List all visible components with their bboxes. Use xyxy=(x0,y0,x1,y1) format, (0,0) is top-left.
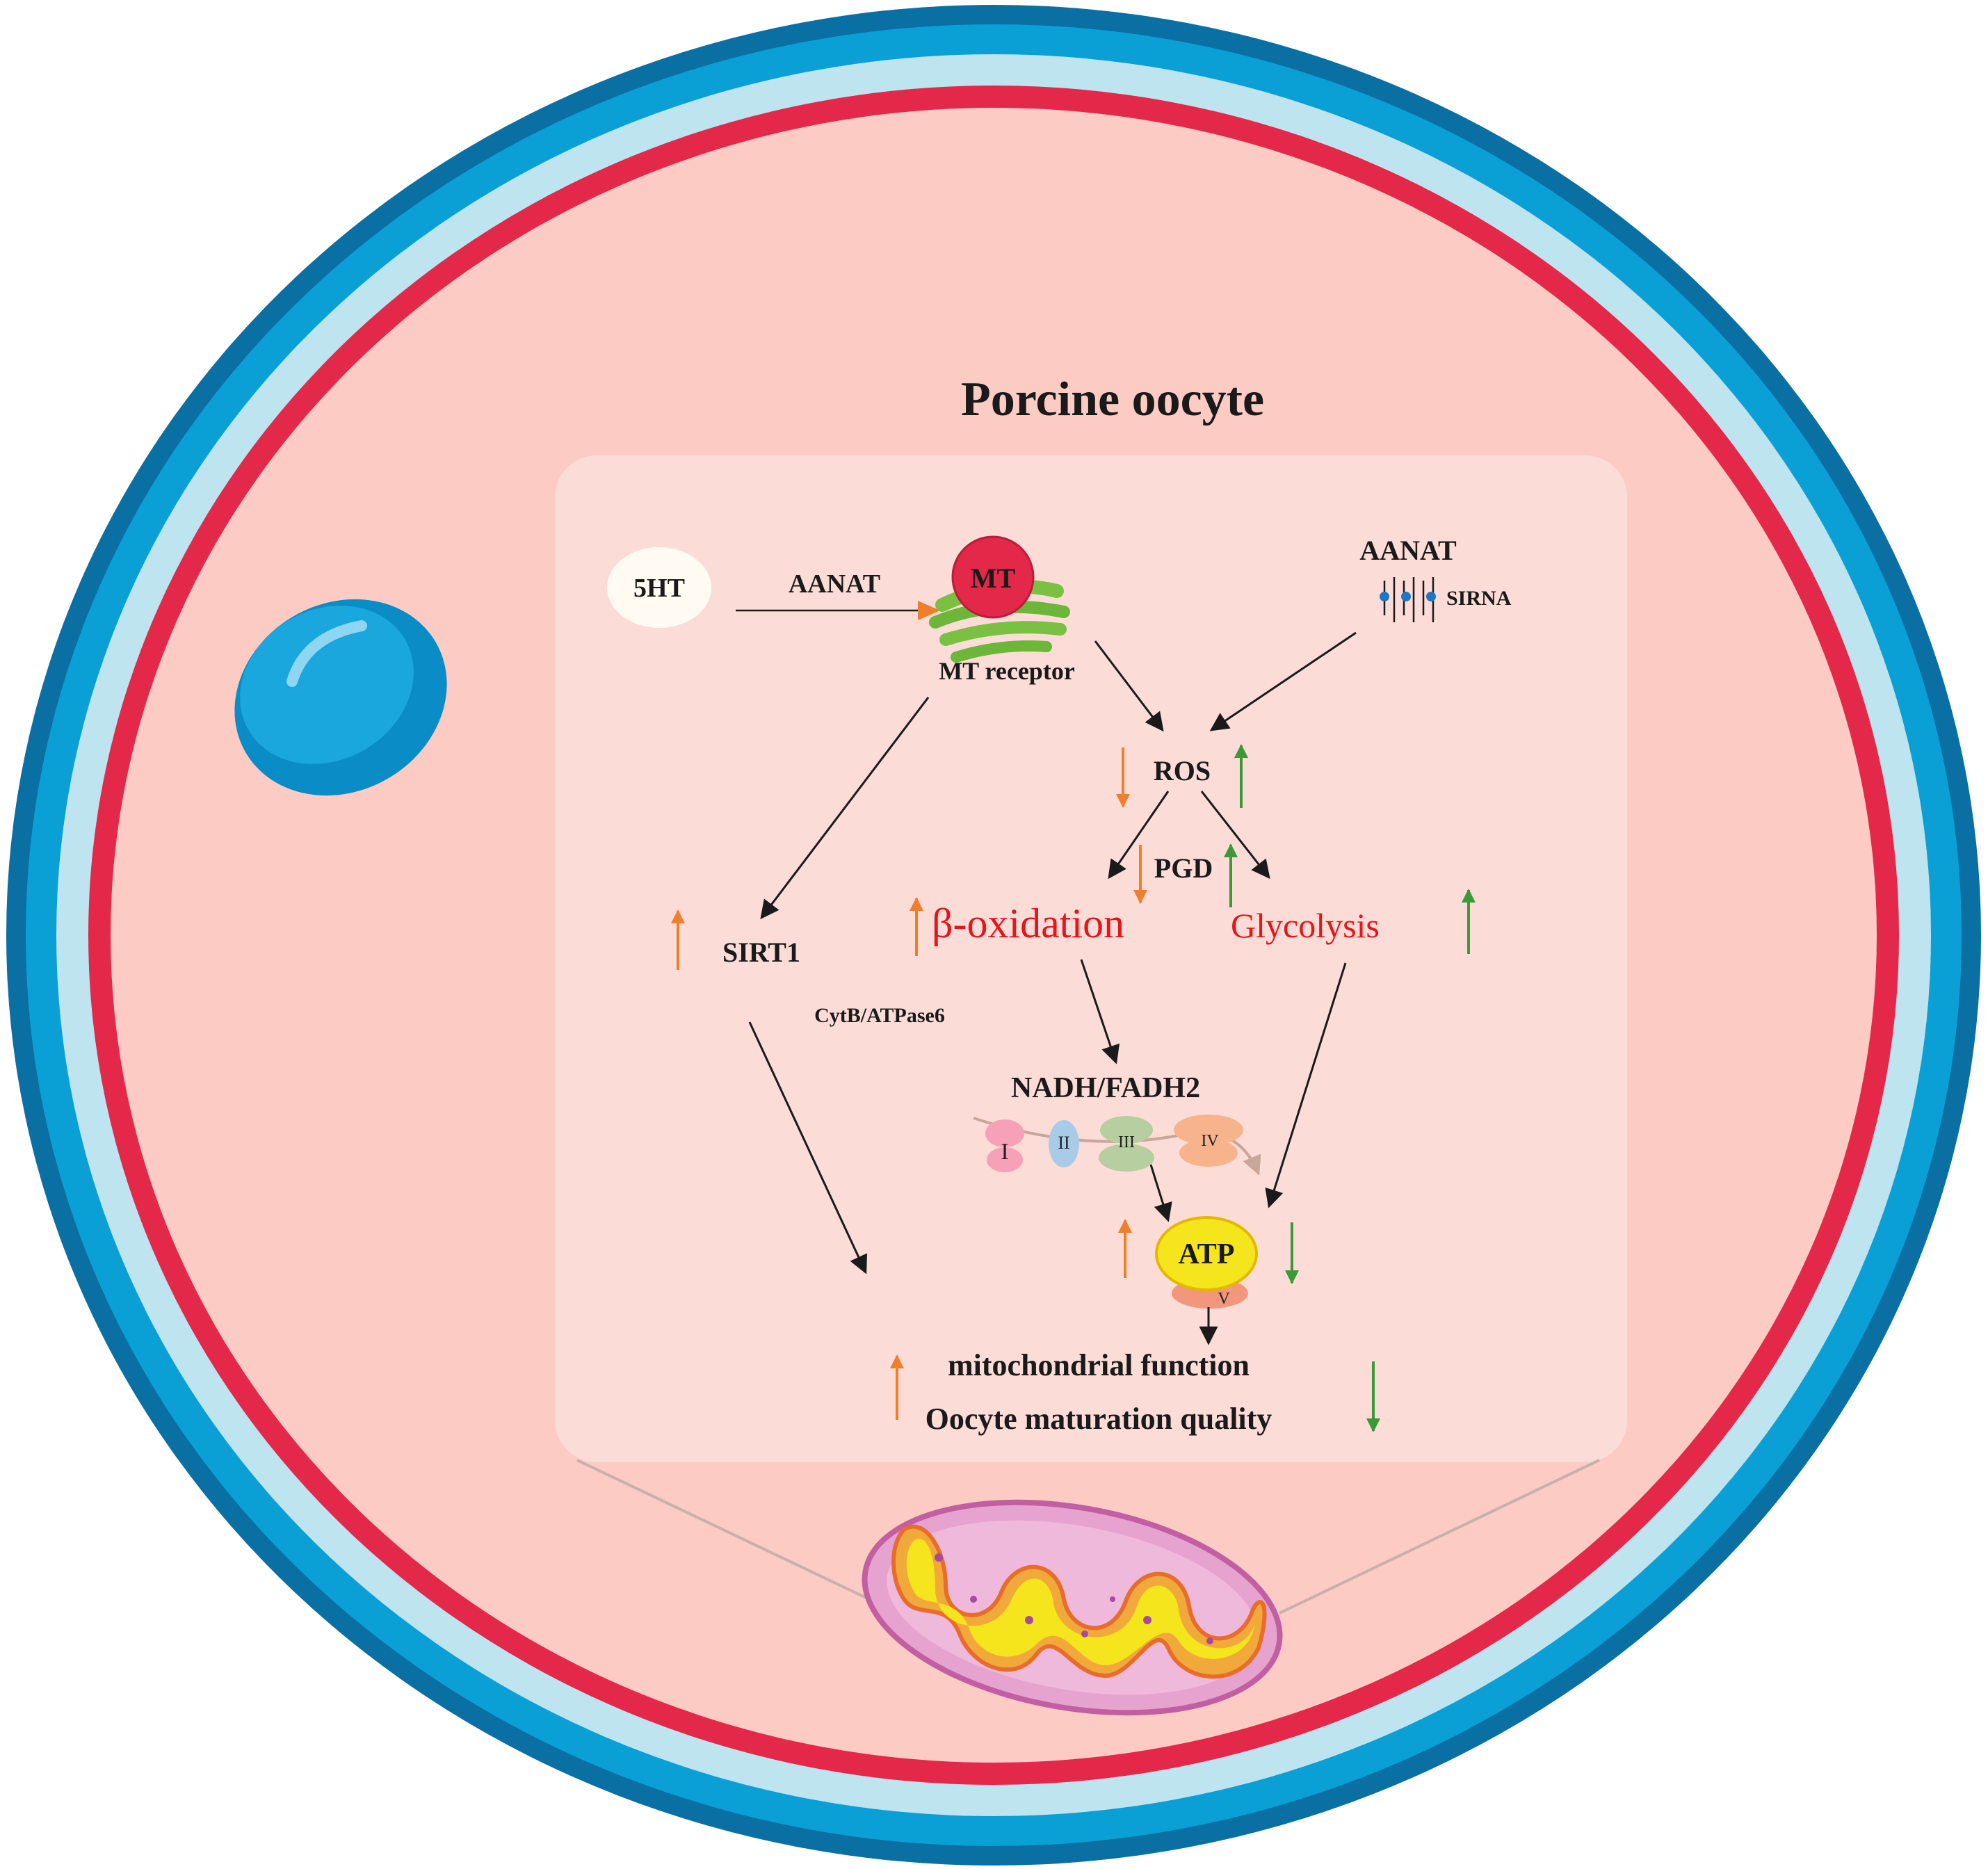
outcome-mito-function: mitochondrial function xyxy=(948,1348,1250,1382)
betaox-to-nadh-arrow xyxy=(1080,959,1120,1065)
complex-v-label: V xyxy=(1218,1290,1230,1308)
ros-to-glycolysis-arrow xyxy=(1200,791,1270,880)
sirt1-label: SIRT1 xyxy=(722,937,800,968)
glycolysis-label: Glycolysis xyxy=(1231,906,1380,945)
nadh-label: NADH/FADH2 xyxy=(1011,1072,1200,1104)
sirna-label: SIRNA xyxy=(1446,587,1512,610)
complex-iv-label: IV xyxy=(1201,1132,1219,1150)
melatonin-node xyxy=(951,535,1035,619)
beta-oxidation-label: β-oxidation xyxy=(932,900,1124,946)
page-title: Porcine oocyte xyxy=(961,373,1264,426)
sirt1-to-outcome-arrow xyxy=(748,1021,868,1275)
aanat-right-label: AANAT xyxy=(1359,535,1457,566)
pathway-panel xyxy=(555,455,1627,1462)
mitochondrion-icon xyxy=(862,1499,1283,1716)
etc-to-atp-arrow xyxy=(1149,1164,1172,1222)
zoom-line-right xyxy=(1279,1459,1600,1615)
nucleus-icon xyxy=(234,599,447,796)
complex-i-label: I xyxy=(1001,1139,1008,1165)
complex-iv-icon xyxy=(1174,1115,1243,1167)
mt-to-ros-arrow xyxy=(1094,640,1164,732)
aanat-to-ros-arrow xyxy=(1209,631,1357,731)
complex-i-icon xyxy=(985,1119,1024,1172)
atp-node xyxy=(1155,1216,1258,1291)
complex-iii-icon xyxy=(1099,1116,1154,1172)
mt-to-sirt1-arrow xyxy=(760,697,930,920)
serotonin-label: 5HT xyxy=(633,574,685,603)
melatonin-label: MT xyxy=(971,563,1016,594)
complex-ii-icon xyxy=(1049,1120,1079,1167)
aanat-left-label: AANAT xyxy=(789,569,880,599)
complex-iii-label: III xyxy=(1118,1133,1135,1151)
ros-label: ROS xyxy=(1154,755,1211,786)
cytb-label: CytB/ATPase6 xyxy=(814,1004,945,1027)
glycolysis-to-atp-arrow xyxy=(1265,962,1347,1208)
electron-transport-chain: I II III IV xyxy=(973,1115,1261,1176)
ros-to-betaox-arrow xyxy=(1108,791,1170,880)
outcome-maturation-quality: Oocyte maturation quality xyxy=(926,1402,1272,1436)
serotonin-to-mt-arrowhead xyxy=(918,601,940,620)
serotonin-node xyxy=(607,547,711,628)
pgd-label: PGD xyxy=(1154,852,1213,884)
mt-receptor-label: MT receptor xyxy=(939,657,1075,685)
zoom-line-left xyxy=(576,1459,870,1601)
atp-label: ATP xyxy=(1179,1238,1235,1270)
sirna-icon xyxy=(1380,577,1436,622)
complex-ii-label: II xyxy=(1058,1133,1069,1153)
